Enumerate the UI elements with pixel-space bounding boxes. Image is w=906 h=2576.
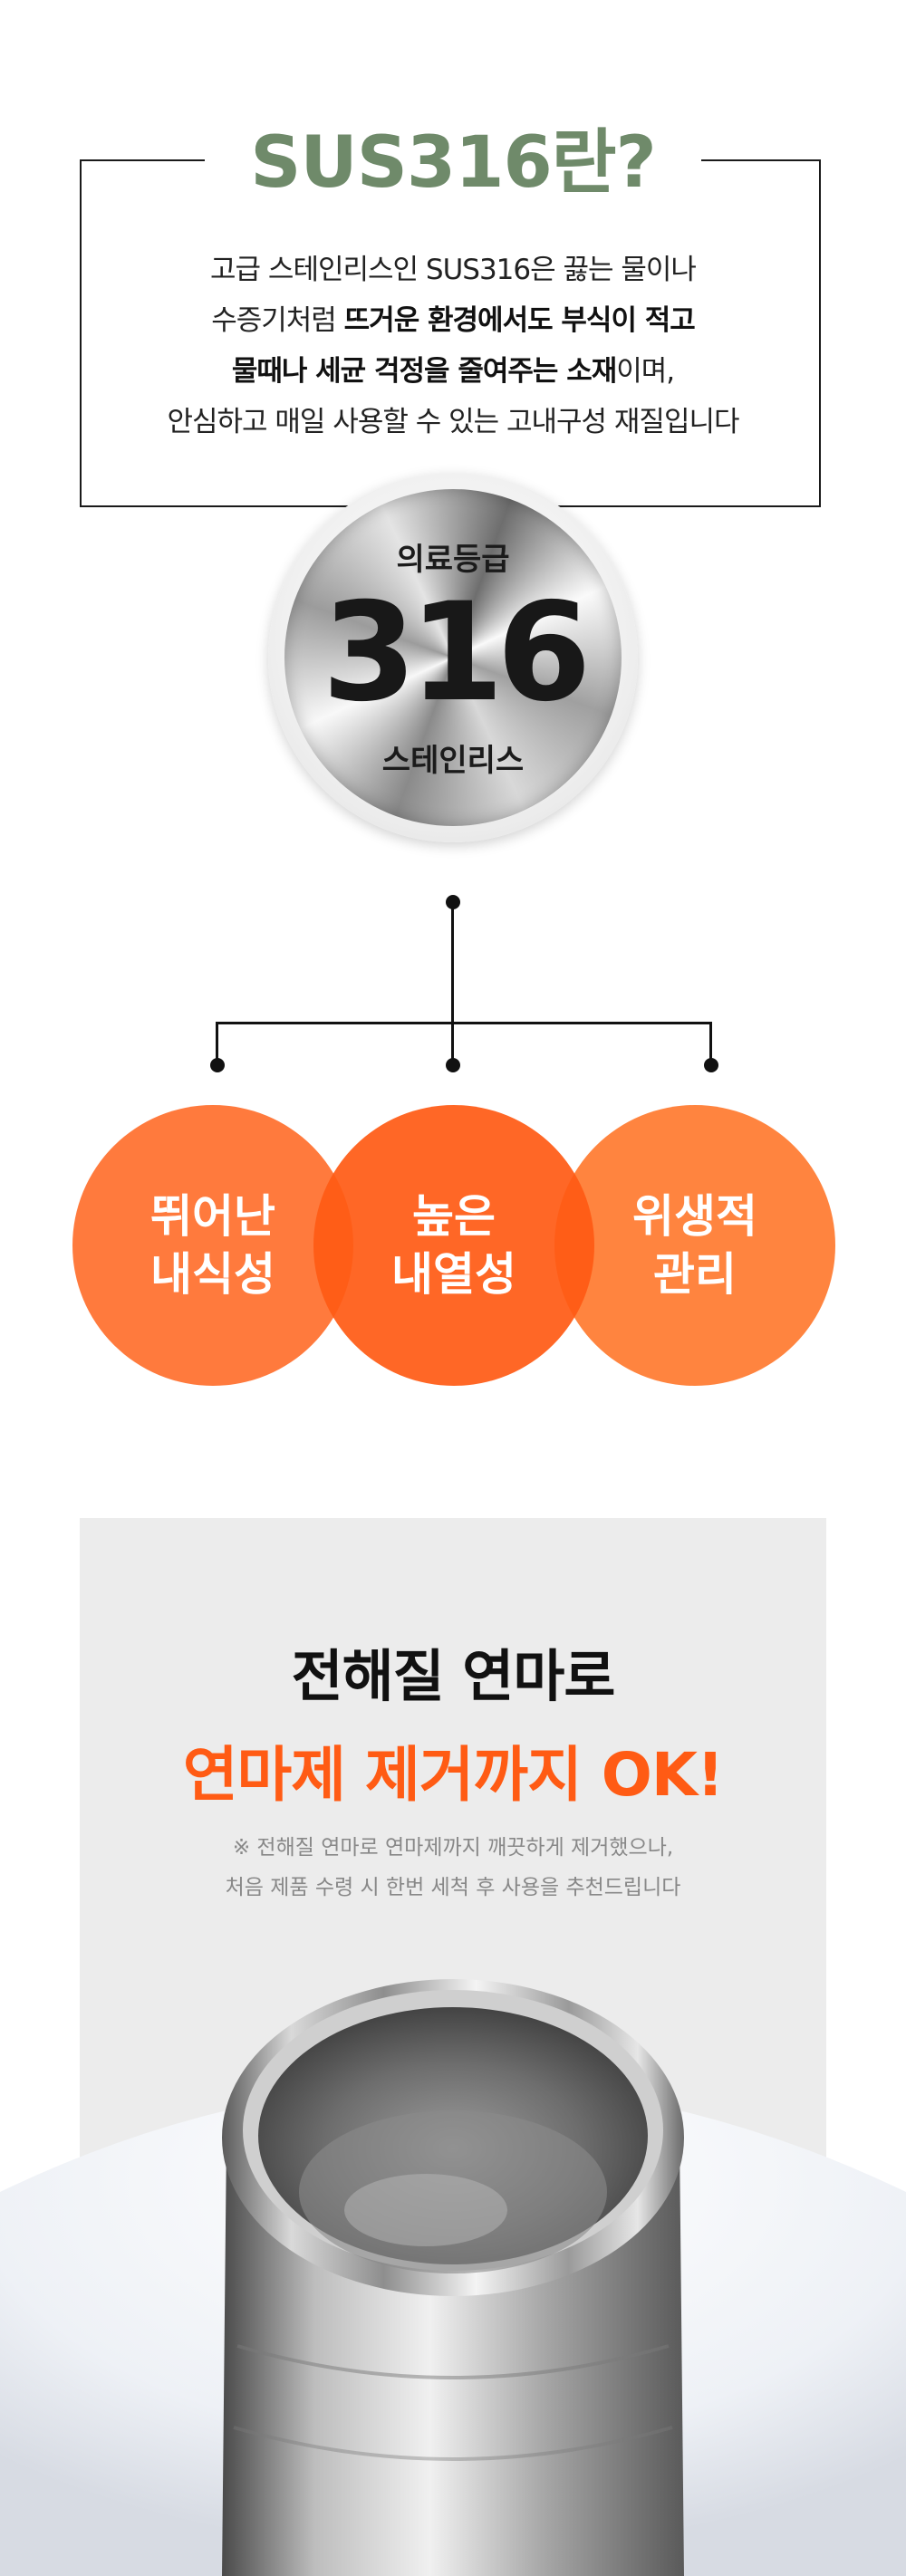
medal-top-label: 의료등급 [396, 542, 510, 578]
feature-2-line-1: 높은 [412, 1190, 496, 1243]
feature-corrosion-resistance: 뛰어난 내식성 [72, 1105, 353, 1386]
connector-left-drop [216, 1022, 218, 1065]
medal-bottom-label: 스테인리스 [381, 743, 525, 779]
section-title: SUS316란? [250, 122, 657, 204]
desc-line-2: 수증기처럼 뜨거운 환경에서도 부식이 적고 [91, 295, 815, 346]
connector-left-dot [210, 1058, 225, 1072]
desc-line-3-bold: 물때나 세균 걱정을 줄여주는 소재 [231, 355, 617, 388]
feature-1-line-2: 내식성 [150, 1248, 275, 1301]
medal-number: 316 [322, 574, 591, 732]
desc-line-4: 안심하고 매일 사용할 수 있는 고내구성 재질입니다 [167, 406, 739, 438]
medal-steel-face [284, 489, 622, 826]
feature-1-line-1: 뛰어난 [150, 1190, 275, 1243]
connector-bar [216, 1022, 712, 1024]
desc-line-2-bold: 뜨거운 환경에서도 부식이 적고 [343, 304, 696, 337]
connector-center-dot [446, 1058, 460, 1072]
title-gap [205, 145, 701, 181]
polish-heading-1: 전해질 연마로 [291, 1643, 616, 1709]
connector-right-dot [704, 1058, 718, 1072]
sus-description: 고급 스테인리스인 SUS316은 끓는 물이나 수증기처럼 뜨거운 환경에서도… [91, 245, 815, 447]
bottle-mouth-photo [0, 1979, 906, 2576]
feature-heat-resistance: 높은 내열성 [313, 1105, 594, 1386]
desc-line-3: 물때나 세균 걱정을 줄여주는 소재이며, [91, 346, 815, 397]
connector-trunk [451, 902, 454, 1065]
desc-line-2-plain: 수증기처럼 [211, 304, 344, 337]
feature-3-line-2: 관리 [653, 1248, 737, 1301]
polish-heading-2: 연마제 제거까지 OK! [182, 1740, 724, 1810]
connector-right-drop [709, 1022, 712, 1065]
desc-line-3-plain: 이며, [616, 355, 675, 388]
feature-hygienic-care: 위생적 관리 [554, 1105, 835, 1386]
desc-line-1: 고급 스테인리스인 SUS316은 끓는 물이나 [210, 254, 697, 286]
polish-note-line-2: 처음 제품 수령 시 한번 세척 후 사용을 추천드립니다 [225, 1876, 681, 1899]
feature-3-line-1: 위생적 [632, 1190, 757, 1243]
polish-note: ※ 전해질 연마로 연마제까지 깨끗하게 제거했으나, 처음 제품 수령 시 한… [0, 1828, 906, 1908]
polish-note-line-1: ※ 전해질 연마로 연마제까지 깨끗하게 제거했으나, [232, 1836, 674, 1860]
feature-2-line-2: 내열성 [391, 1248, 516, 1301]
